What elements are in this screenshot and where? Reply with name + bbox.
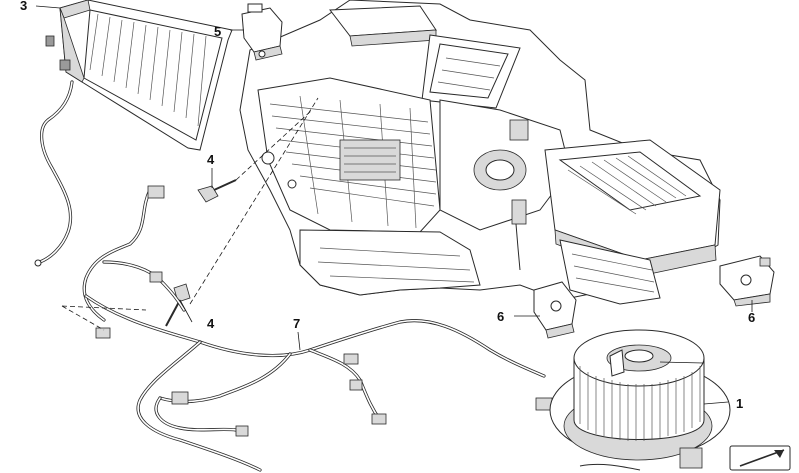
callout-4-lower: 4 bbox=[207, 316, 215, 331]
callout-6-right: 6 bbox=[748, 310, 755, 325]
servo-motor-6-left bbox=[533, 281, 577, 339]
callout-5: 5 bbox=[214, 24, 221, 39]
heater-core bbox=[34, 0, 233, 267]
wiring-harness bbox=[82, 185, 553, 472]
callout-1: 1 bbox=[736, 396, 743, 411]
sensor-4-upper bbox=[197, 179, 237, 203]
callout-3: 3 bbox=[20, 0, 27, 13]
direction-symbol-icon bbox=[729, 445, 791, 471]
callout-4-upper: 4 bbox=[207, 152, 215, 167]
sensor-4-lower bbox=[165, 283, 191, 327]
callout-numbers: 3 5 4 4 7 6 6 1 bbox=[20, 0, 755, 411]
callout-7: 7 bbox=[293, 316, 300, 331]
callout-6-left: 6 bbox=[497, 309, 504, 324]
servo-motor-5 bbox=[241, 3, 283, 61]
leader-lines bbox=[35, 5, 753, 405]
blower-motor bbox=[549, 329, 731, 471]
hvac-housing bbox=[239, 0, 721, 305]
servo-motor-6-right bbox=[719, 255, 775, 307]
